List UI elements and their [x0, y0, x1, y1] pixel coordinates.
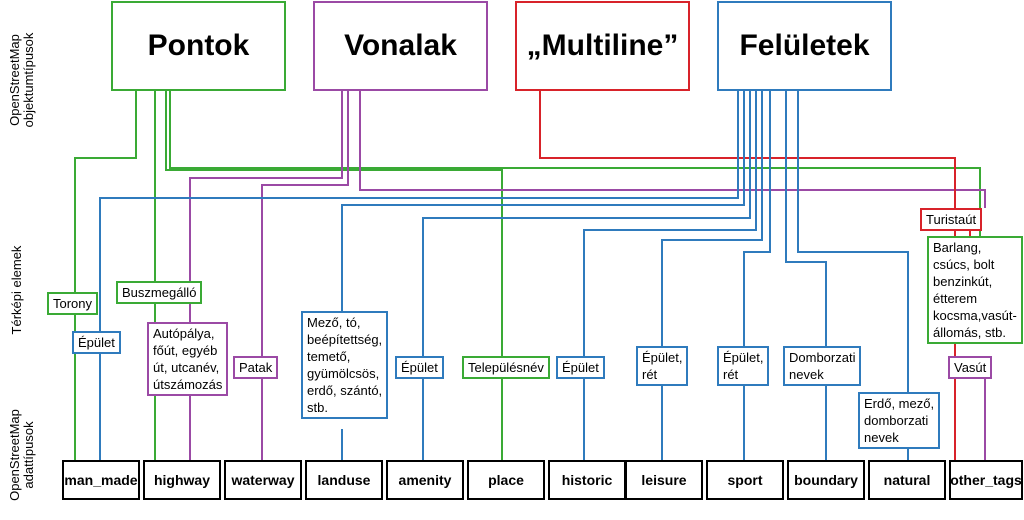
data-type-waterway: waterway	[224, 460, 302, 500]
connector-b-landuse	[341, 91, 745, 311]
map-element-buszmegallo: Buszmegálló	[116, 281, 203, 304]
map-element-epulet-ret-sport: Épület,rét	[717, 346, 770, 386]
object-type-pontok: Pontok	[111, 1, 286, 91]
map-element-autopalya: Autópálya,főút, egyéb út, utcanév,útszám…	[147, 322, 229, 396]
map-element-epulet-ret-leisure: Épület,rét	[636, 346, 689, 386]
connector-b-leisure	[661, 91, 763, 346]
data-type-highway: highway	[143, 460, 221, 500]
map-element-epulet-amenity: Épület	[395, 356, 444, 379]
data-type-landuse: landuse	[305, 460, 383, 500]
map-element-epulet-manmade: Épület	[72, 331, 121, 354]
data-type-amenity: amenity	[386, 460, 464, 500]
connector-b-natural	[797, 91, 909, 392]
data-type-place: place	[467, 460, 545, 500]
connector-lines	[74, 91, 986, 460]
connector-g-other	[169, 91, 981, 236]
side-label-map-elements: Térképi elemek	[9, 245, 24, 335]
data-type-man-made: man_made	[62, 460, 140, 500]
map-element-telepulesnev: Településnév	[462, 356, 550, 379]
data-type-historic: historic	[548, 460, 626, 500]
data-type-natural: natural	[868, 460, 946, 500]
data-type-boundary: boundary	[787, 460, 865, 500]
object-type-multiline: „Multiline”	[515, 1, 690, 91]
data-type-sport: sport	[706, 460, 784, 500]
connector-b-historic	[583, 91, 757, 356]
map-element-turistaut: Turistaút	[920, 208, 983, 231]
object-type-vonalak: Vonalak	[313, 1, 488, 91]
map-element-vasut: Vasút	[948, 356, 993, 379]
map-element-epulet-historic: Épület	[556, 356, 605, 379]
map-element-erdo-mezo: Erdő, mező,domborzati nevek	[858, 392, 941, 449]
data-type-other-tags: other_tags	[949, 460, 1023, 500]
connector-r-other	[539, 91, 956, 208]
connector-g-torony	[74, 91, 137, 292]
connector-b-sport	[743, 91, 771, 346]
connector-p-highway	[189, 91, 343, 322]
connector-p-waterway	[261, 91, 349, 356]
object-type-feluletek: Felületek	[717, 1, 892, 91]
map-element-mezo-landuse: Mező, tó,beépítettség, temető,gyümölcsös…	[301, 311, 389, 419]
map-element-torony: Torony	[47, 292, 99, 315]
connector-b-manmade	[99, 91, 739, 331]
connector-b-amenity	[422, 91, 751, 356]
map-element-patak: Patak	[233, 356, 279, 379]
connector-b-boundary	[785, 91, 827, 346]
connector-p-other	[359, 91, 986, 208]
map-element-barlang: Barlang,csúcs, bolt benzinkút,étterem ko…	[927, 236, 1023, 344]
connector-g-place	[165, 91, 503, 356]
data-type-leisure: leisure	[625, 460, 703, 500]
